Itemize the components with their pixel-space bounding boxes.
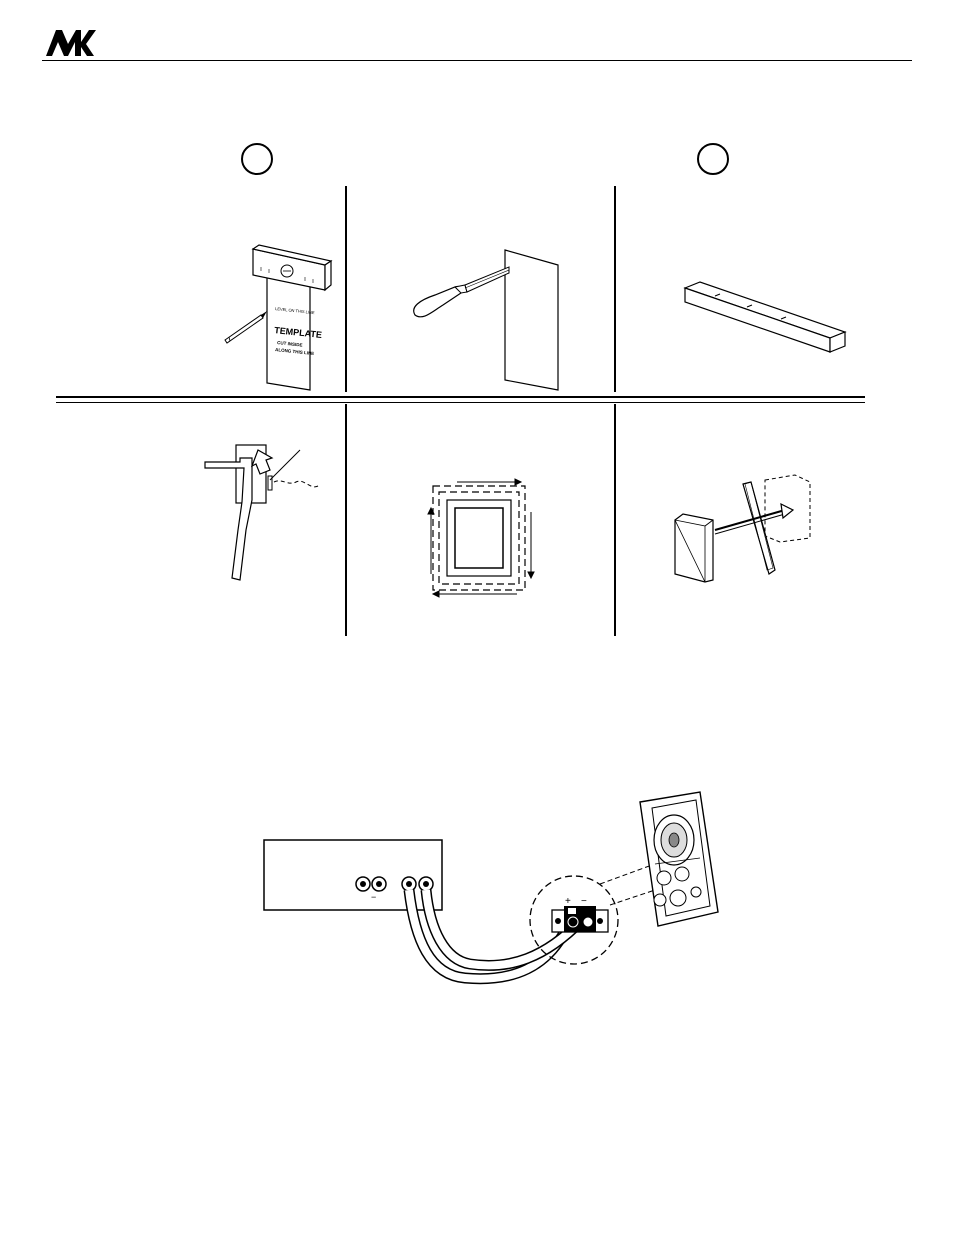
panel-divider [345,404,347,636]
amplifier-terminals: − [355,876,434,902]
wiring-diagram: − + − [263,791,719,985]
mk-logo-icon [46,30,96,56]
step-marker-right [697,143,729,175]
header-rule [42,60,912,61]
template-strip-label: LEVEL ON THIS LINE [275,306,315,315]
terminal-plus-label: + [565,896,571,907]
panel-divider [614,404,616,636]
pencil-icon [224,311,267,344]
level-board-illustration [683,281,847,353]
terminal-zoom-circle [529,875,619,965]
step-marker-left [241,143,273,175]
template-line-1: CUT INSIDE [277,340,303,348]
template-tracing-illustration: LEVEL ON THIS LINE TEMPLATE CUT INSIDE A… [224,244,333,391]
terminal-minus-label: − [581,896,587,907]
cut-outline-illustration [427,478,535,598]
template-title: TEMPLATE [274,325,323,340]
panel-insert-illustration [674,474,811,583]
wire-fishing-illustration [204,444,319,581]
panel-divider [345,186,347,392]
speaker-icon [639,791,719,927]
arrow-icon [780,502,795,520]
arrow-icon [250,449,274,475]
amp-minus-label: − [371,892,376,902]
panel-divider [614,186,616,392]
keyhole-saw-icon [413,266,510,318]
saw-cutting-illustration [413,249,559,391]
template-line-2: ALONG THIS LINE [275,347,315,356]
row-divider [56,396,865,403]
